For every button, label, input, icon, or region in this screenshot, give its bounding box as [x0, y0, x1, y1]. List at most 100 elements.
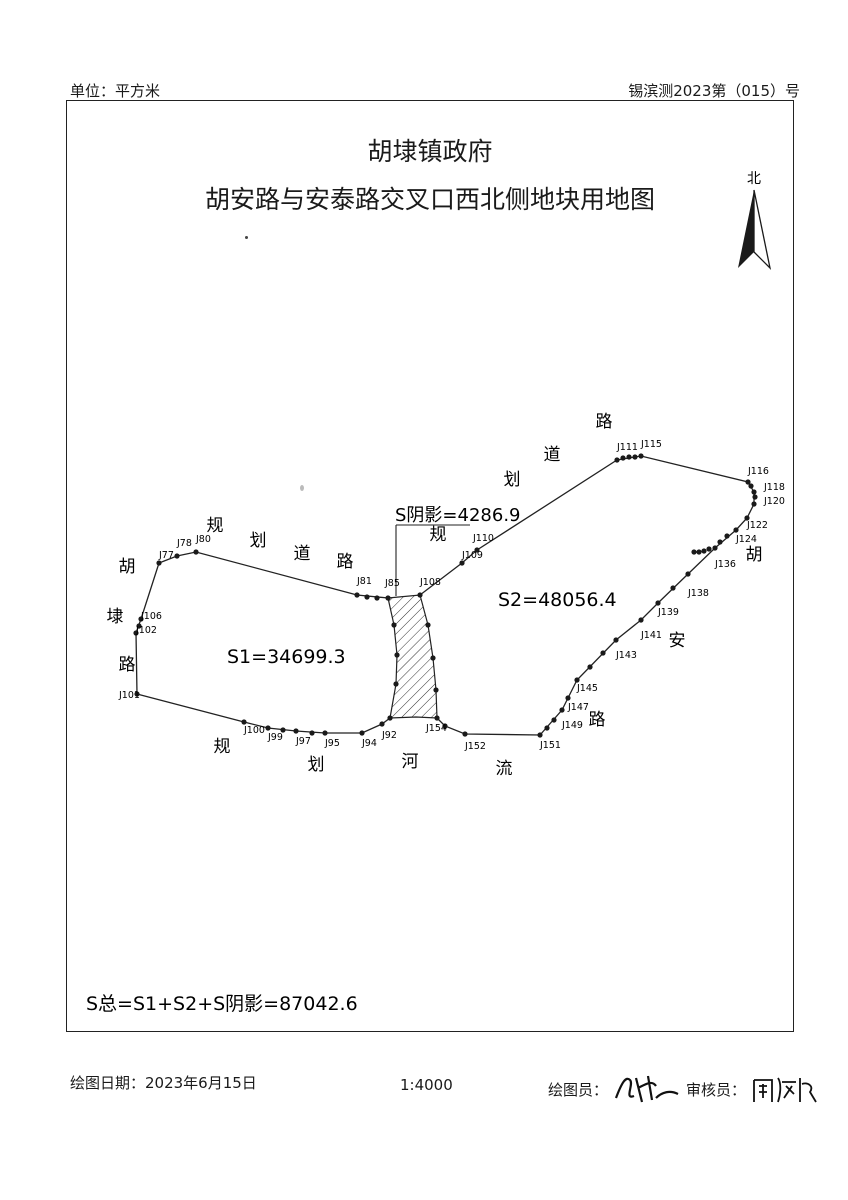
drawer-label: 绘图员： — [548, 1080, 609, 1099]
vertex — [638, 453, 644, 459]
road-labels: 胡埭路规划道路规划道路胡安路规划河流 — [107, 412, 763, 779]
north-arrow-right-half — [753, 189, 772, 270]
point-label: J101 — [118, 690, 140, 701]
point-label: J77 — [158, 550, 174, 561]
point-label: J97 — [295, 736, 311, 747]
vertex — [733, 527, 739, 533]
checker-signature — [753, 1077, 817, 1103]
area-shade-label: S阴影=4286.9 — [395, 505, 521, 526]
vertex — [385, 595, 391, 601]
vertex — [174, 553, 180, 559]
area-s1-label: S1=34699.3 — [227, 646, 346, 668]
scan-speck — [245, 236, 248, 239]
vertex — [322, 730, 328, 736]
point-label: J94 — [361, 738, 377, 749]
point-label: J143 — [615, 650, 637, 661]
vertex — [309, 730, 315, 736]
road-label: 路 — [337, 552, 354, 572]
vertex — [724, 533, 730, 539]
point-label: J141 — [640, 630, 662, 641]
vertex — [133, 630, 139, 636]
point-label: J116 — [747, 466, 769, 477]
vertex — [474, 547, 480, 553]
vertex — [265, 725, 271, 731]
vertex — [565, 695, 571, 701]
vertex — [241, 719, 247, 725]
shaded-area — [387, 594, 438, 719]
map-title-line2: 胡安路与安泰路交叉口西北侧地块用地图 — [204, 185, 655, 214]
vertex — [462, 731, 468, 737]
unit-label: 单位：平方米 — [70, 82, 161, 100]
vertex — [587, 664, 593, 670]
road-label: 埭 — [107, 607, 124, 627]
area-s2-label: S2=48056.4 — [498, 589, 617, 611]
vertex — [751, 489, 757, 495]
vertex — [374, 595, 380, 601]
vertex — [364, 594, 370, 600]
vertex — [600, 650, 606, 656]
point-label: J147 — [567, 702, 589, 713]
point-label: J92 — [381, 730, 397, 741]
north-arrow-left-half — [738, 190, 754, 268]
vertex — [459, 560, 465, 566]
document-number: 锡滨测2023第（015）号 — [628, 82, 800, 100]
vertex — [691, 549, 697, 555]
vertex — [134, 691, 140, 697]
vertex — [293, 728, 299, 734]
vertex — [393, 681, 399, 687]
road-label: 河 — [402, 752, 419, 772]
point-label: J124 — [735, 534, 757, 545]
road-label: 道 — [544, 445, 561, 465]
scan-speck — [300, 485, 304, 491]
vertex — [417, 592, 423, 598]
vertex — [670, 585, 676, 591]
map-frame — [66, 100, 794, 1032]
vertex — [701, 548, 707, 554]
area-total-label: S总=S1+S2+S阴影=87042.6 — [86, 993, 358, 1015]
north-label: 北 — [747, 171, 761, 187]
road-label: 路 — [596, 412, 613, 432]
vertex — [442, 723, 448, 729]
vertex — [551, 717, 557, 723]
point-label: J139 — [657, 607, 679, 618]
point-label: J115 — [640, 439, 662, 450]
vertex — [752, 494, 758, 500]
road-label: 划 — [250, 531, 267, 551]
vertex — [614, 457, 620, 463]
vertex — [559, 707, 565, 713]
point-label: J81 — [356, 576, 372, 587]
vertex — [696, 549, 702, 555]
vertex — [136, 623, 142, 629]
north-arrow: 北 — [738, 171, 772, 270]
point-label: J152 — [464, 741, 486, 752]
point-label: J145 — [576, 683, 598, 694]
vertex — [544, 725, 550, 731]
vertex — [717, 539, 723, 545]
point-label: J120 — [763, 496, 785, 507]
boundary-vertices — [133, 453, 758, 738]
vertex — [391, 622, 397, 628]
vertex — [156, 560, 162, 566]
point-label: J95 — [324, 738, 340, 749]
road-label: 划 — [504, 470, 521, 490]
vertex — [359, 730, 365, 736]
road-label: 流 — [496, 759, 513, 779]
point-label: J136 — [714, 559, 736, 570]
point-label: J108 — [419, 577, 441, 588]
road-label: 规 — [214, 737, 231, 757]
vertex — [354, 592, 360, 598]
vertex — [706, 546, 712, 552]
point-label: J149 — [561, 720, 583, 731]
vertex — [394, 652, 400, 658]
point-label: J110 — [472, 533, 494, 544]
vertex — [434, 715, 440, 721]
signature-block: 绘图员： 审核员： — [548, 1072, 820, 1106]
checker-label: 审核员： — [686, 1080, 747, 1099]
parcel-s1-boundary — [135, 551, 391, 734]
vertex — [751, 501, 757, 507]
vertex — [430, 655, 436, 661]
point-label: J151 — [539, 740, 561, 751]
point-label: J154 — [425, 723, 447, 734]
vertex — [537, 732, 543, 738]
